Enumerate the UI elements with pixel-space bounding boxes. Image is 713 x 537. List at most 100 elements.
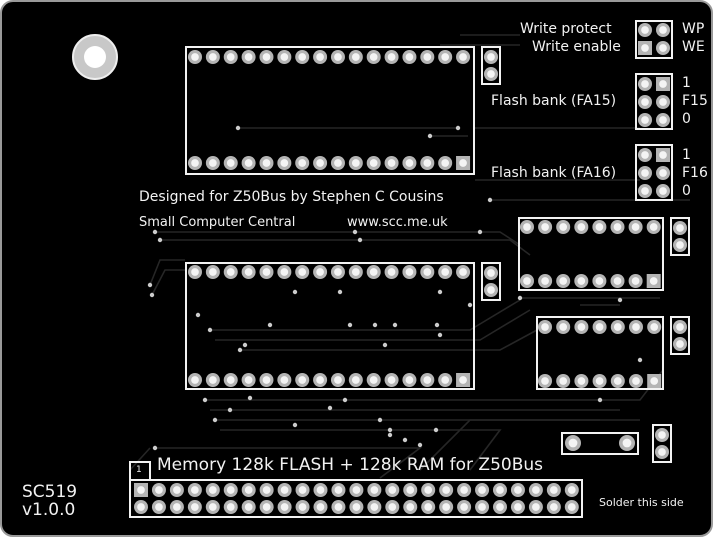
pad [438, 156, 453, 170]
pad [420, 156, 435, 170]
pad [655, 428, 669, 442]
pad [656, 113, 670, 127]
pad [438, 50, 453, 64]
via [352, 229, 358, 235]
pad [223, 373, 238, 387]
pad [134, 483, 148, 497]
pad [259, 156, 274, 170]
via [377, 417, 383, 423]
pad [348, 156, 363, 170]
pad [673, 320, 687, 334]
pad [349, 500, 364, 514]
pad [656, 23, 670, 37]
pad [673, 221, 687, 235]
pad [656, 148, 670, 162]
pad [456, 156, 471, 170]
via [392, 322, 398, 328]
pad [656, 166, 670, 180]
pad [638, 166, 652, 180]
pad [151, 500, 166, 514]
pad [656, 77, 670, 91]
pad [673, 337, 687, 351]
pad [456, 265, 471, 279]
pad [259, 265, 274, 279]
pad [493, 483, 507, 497]
pad [484, 283, 498, 297]
pad [313, 500, 328, 514]
solder-note: Solder this side [599, 496, 684, 509]
pad [313, 156, 328, 170]
via [292, 422, 298, 428]
pad [330, 265, 345, 279]
via [342, 397, 348, 403]
pad [223, 483, 238, 497]
via [387, 427, 393, 433]
pad [241, 500, 256, 514]
pad [574, 374, 589, 388]
pad [439, 500, 454, 514]
pad [610, 274, 625, 288]
fa16-name: F16 [682, 165, 708, 181]
pad [223, 265, 238, 279]
via [437, 332, 443, 338]
via [292, 289, 298, 295]
pad [610, 320, 625, 334]
pad [241, 265, 256, 279]
via [382, 342, 388, 348]
via [327, 405, 333, 411]
company-name: Small Computer Central [139, 215, 296, 230]
pad [205, 483, 220, 497]
pad [646, 220, 661, 234]
pad [528, 500, 543, 514]
pad [484, 50, 498, 64]
pad [655, 445, 669, 459]
pad [656, 41, 670, 55]
via [152, 445, 158, 451]
pad [366, 373, 381, 387]
pad [673, 238, 687, 252]
pad [574, 220, 589, 234]
pad [456, 373, 471, 387]
pad [638, 95, 652, 109]
pad [556, 320, 571, 334]
via [149, 292, 155, 298]
pad [628, 274, 643, 288]
pad [564, 500, 579, 514]
fa15-name: F15 [682, 93, 708, 109]
via [237, 347, 243, 353]
pin1-label: 1 [136, 465, 142, 475]
via [433, 427, 439, 433]
pad [241, 156, 256, 170]
we-label: WE [682, 39, 705, 55]
vias [147, 125, 643, 451]
via [242, 342, 248, 348]
pad [520, 220, 534, 234]
pad [574, 274, 589, 288]
pad [403, 500, 418, 514]
pad [647, 320, 662, 334]
pad [313, 373, 328, 387]
pad [188, 50, 202, 64]
pad [223, 500, 238, 514]
via [372, 322, 378, 328]
pad [439, 483, 454, 497]
pad [592, 374, 607, 388]
pad [538, 374, 552, 388]
pad [313, 50, 328, 64]
pad [538, 274, 553, 288]
via [597, 397, 603, 403]
pad [259, 373, 274, 387]
pad [457, 483, 472, 497]
pad [438, 373, 453, 387]
pad [384, 156, 399, 170]
pad [205, 265, 220, 279]
pad [259, 500, 274, 514]
via [347, 322, 353, 328]
pad [546, 483, 561, 497]
pad [295, 265, 310, 279]
fa16-0: 0 [682, 183, 691, 199]
via [337, 289, 343, 295]
pad [629, 320, 643, 334]
fa16-1: 1 [682, 147, 691, 163]
